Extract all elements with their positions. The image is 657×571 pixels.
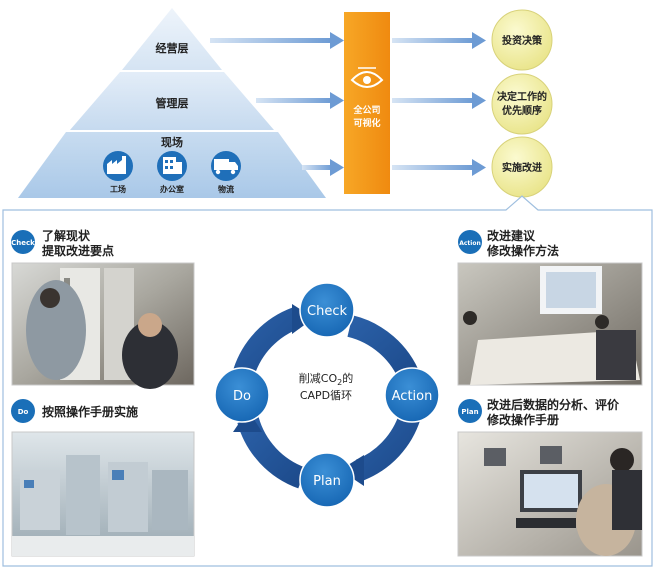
arrow-middle-to-visualization bbox=[256, 92, 344, 109]
action-badge-text: Action bbox=[459, 240, 481, 247]
plan-badge-text: Plan bbox=[461, 408, 478, 416]
factory-icon bbox=[103, 151, 133, 181]
cycle-node-do-label: Do bbox=[233, 389, 251, 404]
action-badge: Action bbox=[458, 230, 482, 254]
do-badge: Do bbox=[11, 399, 35, 423]
office-building-icon bbox=[157, 151, 187, 181]
cycle-center-subscript: 2 bbox=[337, 378, 342, 387]
action-step-line-1: 改进建议 bbox=[487, 228, 536, 243]
eye-icon bbox=[350, 67, 384, 88]
do-badge-text: Do bbox=[18, 408, 29, 416]
outcome-investment-decision bbox=[491, 9, 553, 71]
plan-step-line-2: 修改操作手册 bbox=[486, 412, 559, 427]
truck-icon bbox=[211, 151, 241, 181]
outcome-priority-decision bbox=[491, 73, 553, 135]
check-badge: Check bbox=[11, 230, 35, 254]
action-photo bbox=[457, 262, 643, 386]
check-badge-text: Check bbox=[11, 239, 35, 247]
outcome-1-text: 投资决策 bbox=[502, 34, 543, 47]
cycle-node-action-label: Action bbox=[392, 389, 433, 404]
outcome-3-text: 实施改进 bbox=[502, 161, 542, 174]
check-photo bbox=[11, 262, 195, 389]
cycle-center-line-1: 削减CO2的 bbox=[299, 371, 353, 387]
plan-photo bbox=[457, 431, 643, 557]
pyramid-middle-label: 管理层 bbox=[156, 96, 189, 110]
cycle-center-line-2: CAPD循环 bbox=[300, 389, 352, 402]
cycle-center-line-1-text: 削减CO bbox=[299, 371, 338, 385]
outcome-2-text-line-1: 决定工作的 bbox=[497, 90, 547, 103]
plan-badge: Plan bbox=[458, 399, 482, 423]
do-step-line-1: 按照操作手册实施 bbox=[42, 404, 138, 419]
pyramid-bottom-label: 现场 bbox=[161, 135, 183, 149]
arrow-to-priority-decision bbox=[392, 92, 486, 109]
arrow-bottom-to-visualization bbox=[302, 159, 344, 176]
cycle-node-check bbox=[299, 282, 355, 338]
cycle-node-plan-label: Plan bbox=[313, 474, 341, 489]
action-step-line-2: 修改操作方法 bbox=[486, 243, 559, 258]
cycle-node-action bbox=[384, 367, 440, 423]
cycle-center-line-1-suffix: 的 bbox=[342, 371, 353, 385]
office-label: 办公室 bbox=[160, 184, 184, 194]
visualization-line-2: 可视化 bbox=[353, 117, 380, 129]
arrow-to-implement-improvement bbox=[392, 159, 486, 176]
outcome-2-text-line-2: 优先顺序 bbox=[502, 104, 542, 117]
do-photo bbox=[11, 431, 195, 557]
cycle-node-do bbox=[214, 367, 270, 423]
cycle-node-check-label: Check bbox=[307, 304, 347, 319]
cycle-node-plan bbox=[299, 452, 355, 508]
company-visualization-bar bbox=[344, 12, 390, 194]
check-step-line-2: 提取改进要点 bbox=[42, 243, 114, 258]
plan-step-line-1: 改进后数据的分析、评价 bbox=[487, 397, 620, 412]
pyramid-middle-tier bbox=[70, 72, 274, 130]
arrow-top-to-visualization bbox=[210, 32, 344, 49]
pyramid-top-tier bbox=[122, 8, 222, 70]
factory-label: 工场 bbox=[110, 184, 126, 194]
visualization-line-1: 全公司 bbox=[352, 104, 380, 116]
pyramid-top-label: 经营层 bbox=[156, 41, 189, 55]
logistics-label: 物流 bbox=[218, 184, 234, 194]
check-step-line-1: 了解现状 bbox=[42, 228, 91, 243]
arrow-to-investment-decision bbox=[392, 32, 486, 49]
